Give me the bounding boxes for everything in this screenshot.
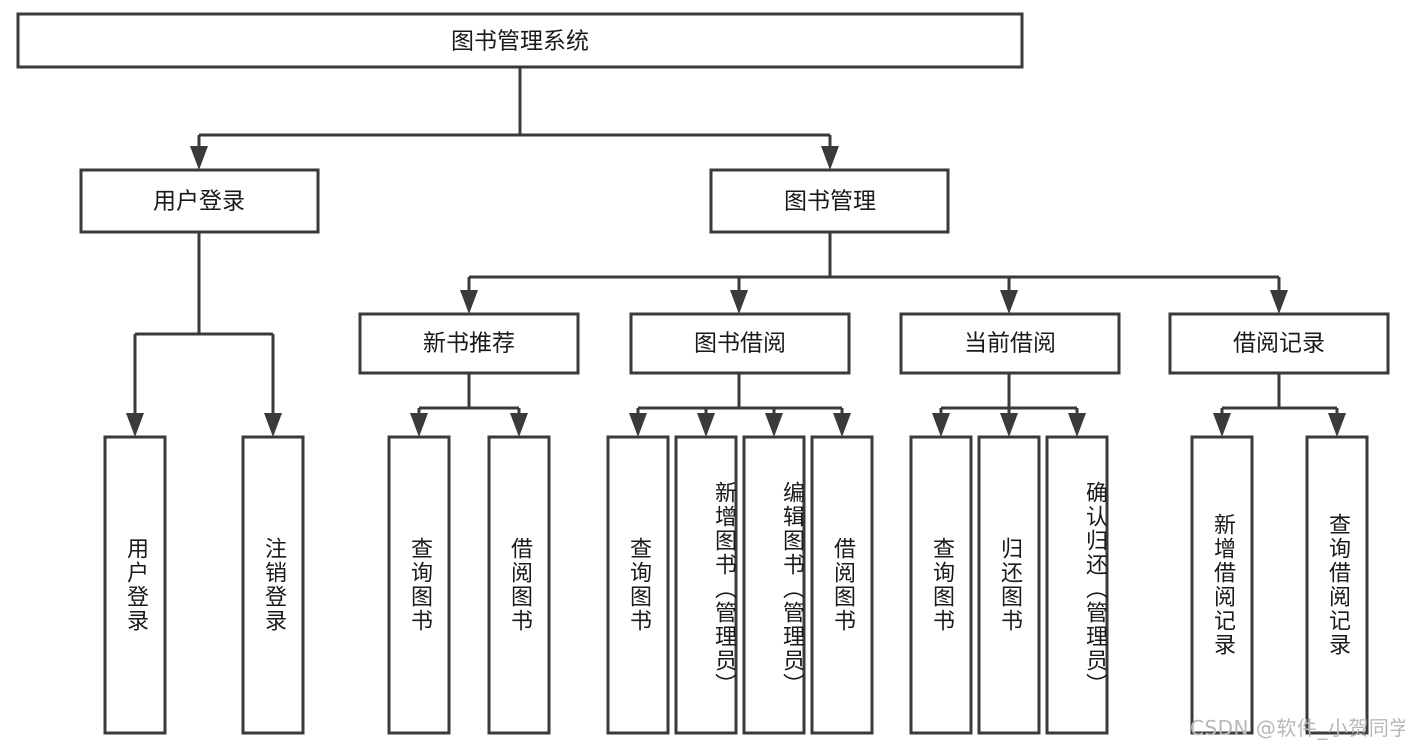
arrow-head-leaf-currentborrow-1 — [932, 413, 950, 437]
leaf-box-borrowrecord-query[interactable] — [1305, 435, 1369, 735]
node-label-book-borrow: 图书借阅 — [694, 331, 786, 357]
node-label-current-borrow: 当前借阅 — [964, 331, 1056, 357]
leaf-box-borrowrecord-add[interactable] — [1190, 435, 1254, 735]
leaf-box-currentborrow-query[interactable] — [909, 435, 973, 735]
arrow-head-currentborrow — [1000, 290, 1018, 314]
connector-group-newbook — [410, 373, 528, 437]
node-box-book-borrow[interactable] — [629, 312, 851, 375]
connector-group-root — [190, 67, 839, 170]
leaf-box-currentborrow-confirm[interactable] — [1045, 435, 1109, 735]
arrow-head-leaf-bookborrow-3 — [765, 413, 783, 437]
node-label-root: 图书管理系统 — [451, 29, 589, 55]
node-box-root[interactable] — [16, 12, 1024, 69]
leaf-box-bookborrow-edit[interactable] — [742, 435, 806, 735]
arrow-head-leaf-currentborrow-2 — [1000, 413, 1018, 437]
node-box-borrow-record[interactable] — [1168, 312, 1390, 375]
node-label-borrow-record: 借阅记录 — [1233, 331, 1325, 357]
connector-group-bookmgmt — [460, 232, 1288, 314]
arrow-head-leaf-borrowrecord-2 — [1328, 413, 1346, 437]
arrow-head-leaf-user-login-1 — [126, 413, 144, 437]
arrow-head-leaf-user-login-2 — [264, 413, 282, 437]
arrow-head-leaf-bookborrow-2 — [697, 413, 715, 437]
arrow-head-leaf-newbook-1 — [410, 413, 428, 437]
node-box-new-book-recommend[interactable] — [358, 312, 580, 375]
leaf-box-user-login-login[interactable] — [103, 435, 167, 735]
leaf-box-currentborrow-return[interactable] — [977, 435, 1041, 735]
node-box-current-borrow[interactable] — [899, 312, 1121, 375]
leaf-box-user-login-logout[interactable] — [241, 435, 305, 735]
arrow-head-leaf-borrowrecord-1 — [1213, 413, 1231, 437]
node-label-user-login: 用户登录 — [153, 189, 245, 215]
leaf-box-newbook-borrow[interactable] — [487, 435, 551, 735]
arrow-head-leaf-bookborrow-4 — [833, 413, 851, 437]
node-label-new-book-recommend: 新书推荐 — [423, 331, 515, 357]
node-label-book-management: 图书管理 — [784, 189, 876, 215]
leaf-box-newbook-query[interactable] — [387, 435, 451, 735]
arrow-head-leaf-newbook-2 — [510, 413, 528, 437]
node-box-book-management[interactable] — [709, 168, 950, 234]
leaf-box-bookborrow-borrow[interactable] — [810, 435, 874, 735]
connector-group-borrowrecord — [1213, 373, 1346, 437]
arrow-head-borrowrecord — [1270, 290, 1288, 314]
csdn-watermark: CSDN @软件_小贺同学 — [1190, 716, 1405, 740]
arrow-head-userlogin — [190, 146, 208, 170]
arrow-head-leaf-bookborrow-1 — [629, 413, 647, 437]
connector-group-bookborrow — [629, 373, 851, 437]
connector-group-userlogin — [126, 232, 282, 437]
arrow-head-newbook — [460, 290, 478, 314]
leaf-box-bookborrow-query[interactable] — [606, 435, 670, 735]
arrow-head-leaf-currentborrow-3 — [1068, 413, 1086, 437]
arrow-head-bookborrow — [730, 290, 748, 314]
node-box-user-login[interactable] — [79, 168, 320, 234]
arrow-head-bookmgmt — [821, 146, 839, 170]
leaf-box-bookborrow-add[interactable] — [674, 435, 738, 735]
connector-group-currentborrow — [932, 373, 1086, 437]
